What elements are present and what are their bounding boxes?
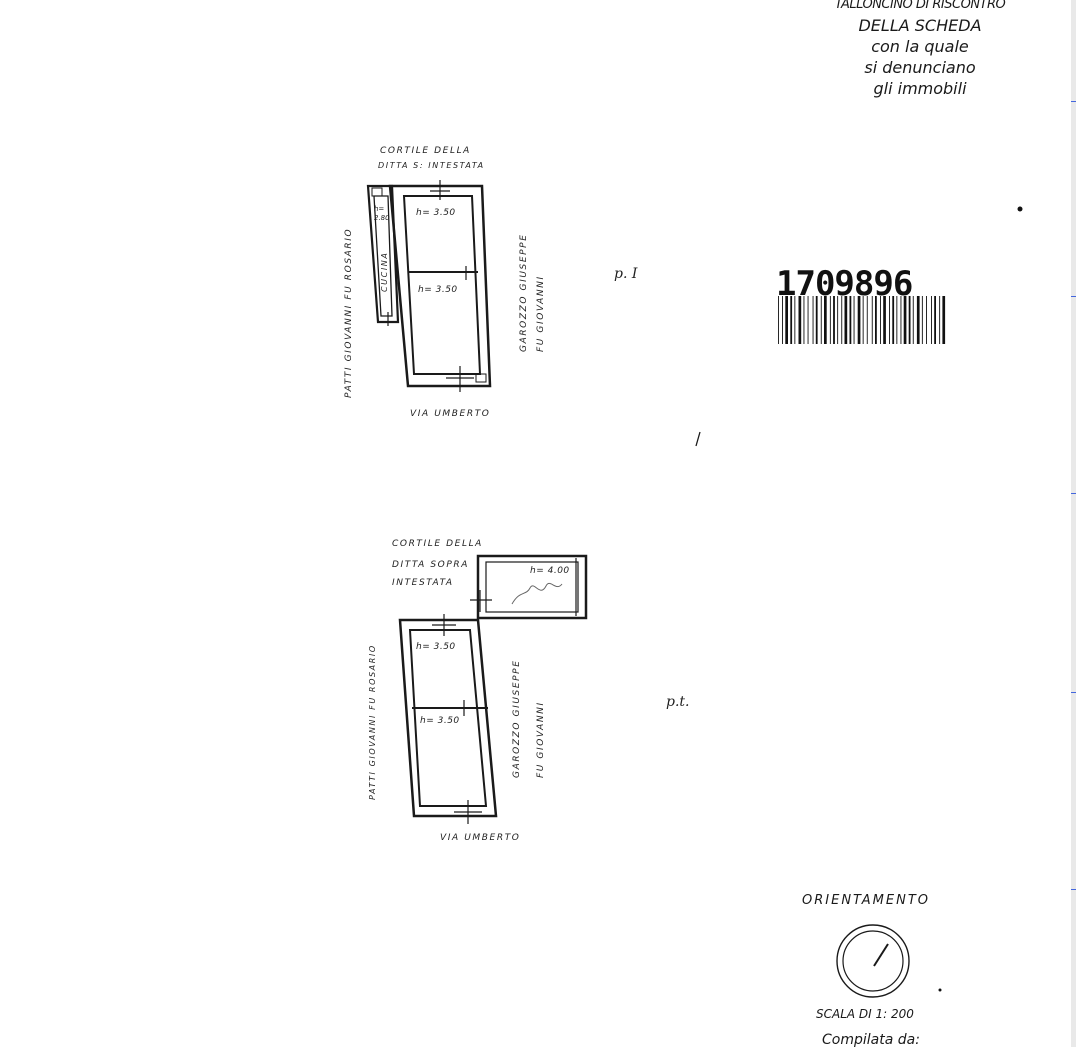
upper-floor-mark: p. I: [614, 266, 638, 282]
header-line-5: gli immobili: [873, 79, 967, 98]
orientation-title: ORIENTAMENTO: [802, 893, 931, 908]
lower-annex-height: h= 4.00: [530, 566, 570, 576]
scale-label: SCALA DI 1: 200: [816, 1007, 914, 1021]
upper-east-label-1: GAROZZO GIUSEPPE: [519, 233, 529, 352]
margin-tick: [1071, 296, 1076, 297]
margin-tick: [1071, 101, 1076, 102]
upper-east-label-2: FU GIOVANNI: [536, 275, 546, 352]
stub-header: TALLONCINO DI RISCONTRO DELLA SCHEDA con…: [820, 0, 1020, 99]
upper-kitchen-height: h= 2.80: [374, 205, 390, 222]
compiled-by-label: Compilata da:: [822, 1032, 920, 1048]
upper-south-label: VIA UMBERTO: [410, 409, 491, 419]
lower-plan: [398, 554, 588, 824]
margin-tick: [1071, 692, 1076, 693]
barcode-bars: [778, 296, 946, 344]
lower-north-label-3: INTESTATA: [392, 578, 454, 588]
header-line-2: DELLA SCHEDA: [858, 16, 982, 35]
lower-east-label-2: FU GIOVANNI: [536, 701, 546, 778]
lower-east-label-1: GAROZZO GIUSEPPE: [512, 659, 522, 778]
lower-room2-height: h= 3.50: [420, 716, 460, 726]
header-line-4: si denunciano: [864, 58, 976, 77]
upper-room2-height: h= 3.50: [418, 285, 458, 295]
margin-tick: [1071, 493, 1076, 494]
lower-south-label: VIA UMBERTO: [440, 833, 521, 843]
upper-room1-height: h= 3.50: [416, 208, 456, 218]
header-line-3: con la quale: [871, 37, 969, 56]
lower-west-label: PATTI GIOVANNI FU ROSARIO: [368, 644, 377, 800]
lower-floor-mark: p.t.: [666, 694, 690, 710]
upper-north-label-2: DITTA S: INTESTATA: [378, 161, 485, 170]
upper-west-label: PATTI GIOVANNI FU ROSARIO: [344, 227, 354, 398]
upper-north-label-1: CORTILE DELLA: [380, 146, 471, 156]
header-line-1: TALLONCINO DI RISCONTRO: [834, 0, 1006, 12]
lower-north-label-2: DITTA SOPRA: [392, 560, 470, 570]
upper-kitchen-label: CUCINA: [380, 251, 389, 292]
upper-plan: [366, 180, 492, 392]
page-right-border: [1071, 0, 1076, 1047]
margin-tick: [1071, 889, 1076, 890]
lower-north-label-1: CORTILE DELLA: [392, 539, 483, 549]
lower-room1-height: h= 3.50: [416, 642, 456, 652]
